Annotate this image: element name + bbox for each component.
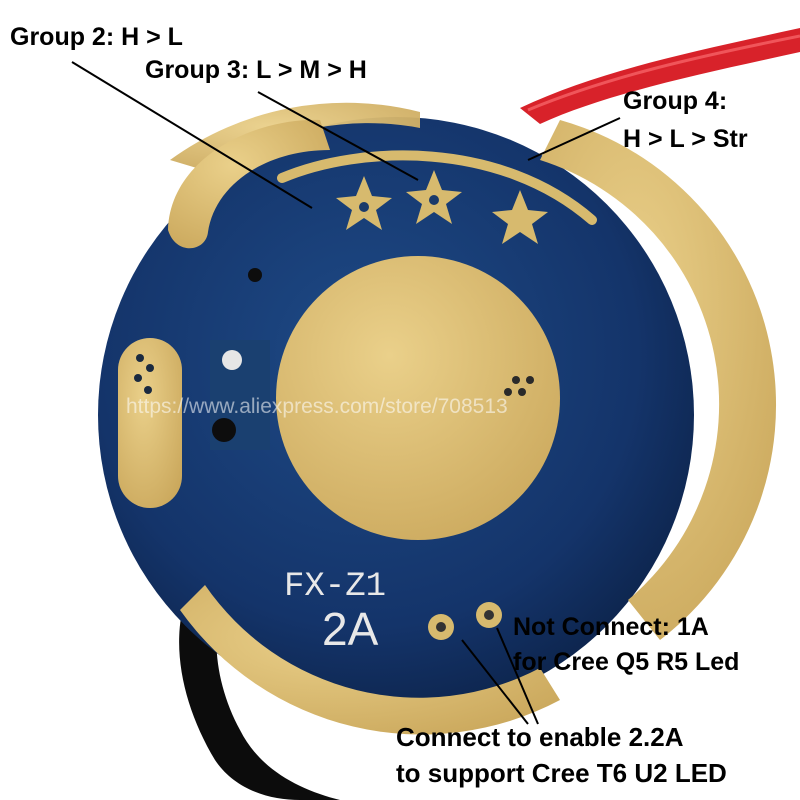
leader-group2 — [71, 61, 313, 209]
board-current-text: 2A — [322, 603, 379, 655]
group3-label: Group 3: L > M > H — [145, 56, 367, 84]
connect-label-line2: to support Cree T6 U2 LED — [396, 758, 727, 788]
group4-label-line2: H > L > Str — [623, 125, 748, 153]
left-oval-pad — [118, 338, 182, 508]
black-wire — [179, 600, 340, 800]
star-pad-3 — [492, 190, 548, 244]
red-wire — [520, 28, 800, 124]
leader-connect-a — [461, 639, 529, 725]
not-connect-label-line2: for Cree Q5 R5 Led — [513, 648, 740, 676]
connect-label-line1: Connect to enable 2.2A — [396, 722, 684, 752]
not-connect-label-line1: Not Connect: 1A — [513, 613, 709, 641]
board-model-text: FX-Z1 — [284, 568, 386, 606]
top-arc-pad — [168, 119, 330, 249]
group2-label: Group 2: H > L — [10, 23, 183, 51]
watermark: https://www.aliexpress.com/store/708513 — [126, 395, 508, 418]
center-contact-pad — [276, 256, 560, 540]
leader-group4 — [527, 117, 621, 161]
star-arc-trace — [277, 150, 597, 225]
leader-lines — [71, 61, 621, 725]
leader-connect-b — [496, 627, 539, 725]
group4-label-line1: Group 4: — [623, 87, 728, 115]
leader-group3 — [257, 91, 419, 181]
